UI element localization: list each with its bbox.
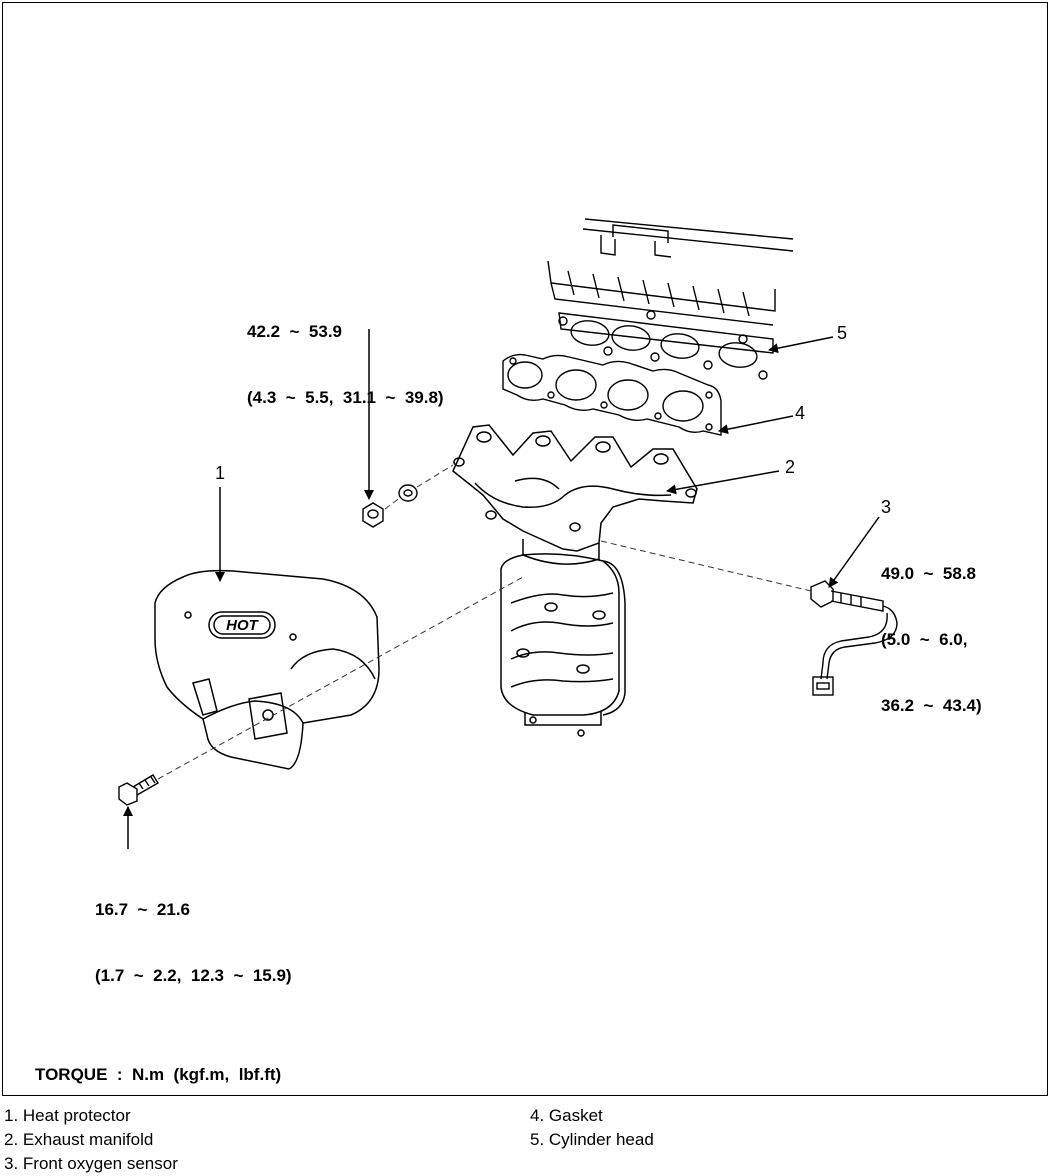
- diagram-drawing: HOT: [118, 218, 898, 849]
- torque-units-note: TORQUE : N.m (kgf.m, lbf.ft): [35, 1065, 282, 1084]
- arrow-oxygen-sensor: [828, 516, 880, 588]
- front-oxygen-sensor: [810, 580, 898, 696]
- bolt-torque-other-units: (1.7 ~ 2.2, 12.3 ~ 15.9): [95, 966, 292, 985]
- bolt-torque-callout: 16.7 ~ 21.6 (1.7 ~ 2.2, 12.3 ~ 15.9): [95, 855, 292, 1031]
- bolt-torque-nm: 16.7 ~ 21.6: [95, 900, 190, 919]
- arrow-gasket: [718, 415, 794, 435]
- nut-torque-callout: 42.2 ~ 53.9 (4.3 ~ 5.5, 31.1 ~ 39.8): [247, 277, 444, 453]
- legend-item-heat-protector: 1. Heat protector: [4, 1106, 131, 1125]
- nut-torque-other-units: (4.3 ~ 5.5, 31.1 ~ 39.8): [247, 388, 444, 407]
- exhaust-manifold: [452, 424, 698, 737]
- arrow-exhaust-manifold: [666, 470, 780, 495]
- heat-protector: HOT: [154, 569, 380, 770]
- legend-item-cylinder-head: 5. Cylinder head: [530, 1130, 654, 1149]
- sensor-torque-kgfm: (5.0 ~ 6.0,: [881, 630, 968, 649]
- part-number-5: 5: [837, 323, 848, 343]
- sensor-torque-lbfft: 36.2 ~ 43.4): [881, 696, 982, 715]
- flange-nut: [362, 502, 384, 528]
- part-number-2: 2: [785, 457, 796, 477]
- exploded-diagram: HOT: [2, 2, 1048, 1096]
- parts-legend: 1. Heat protector 2. Exhaust manifold 3.…: [0, 1100, 1050, 1176]
- leader-arrows: [123, 329, 880, 849]
- nut-torque-nm: 42.2 ~ 53.9: [247, 322, 342, 341]
- alignment-lines: [157, 464, 812, 780]
- hot-embossed-label: HOT: [226, 617, 260, 634]
- legend-item-exhaust-manifold: 2. Exhaust manifold: [4, 1130, 154, 1149]
- legend-item-gasket: 4. Gasket: [530, 1106, 603, 1125]
- sensor-torque-callout: 49.0 ~ 58.8 (5.0 ~ 6.0, 36.2 ~ 43.4): [881, 519, 982, 761]
- part-number-4: 4: [795, 403, 806, 423]
- arrow-cylinder-head: [768, 336, 834, 354]
- legend-item-front-oxygen-sensor: 3. Front oxygen sensor: [4, 1154, 178, 1173]
- part-number-3: 3: [881, 497, 892, 517]
- sensor-torque-nm: 49.0 ~ 58.8: [881, 564, 976, 583]
- washer: [398, 484, 418, 502]
- gasket: [502, 353, 722, 436]
- cylinder-head: [547, 218, 794, 380]
- bolt: [118, 774, 159, 806]
- part-number-1: 1: [215, 463, 226, 483]
